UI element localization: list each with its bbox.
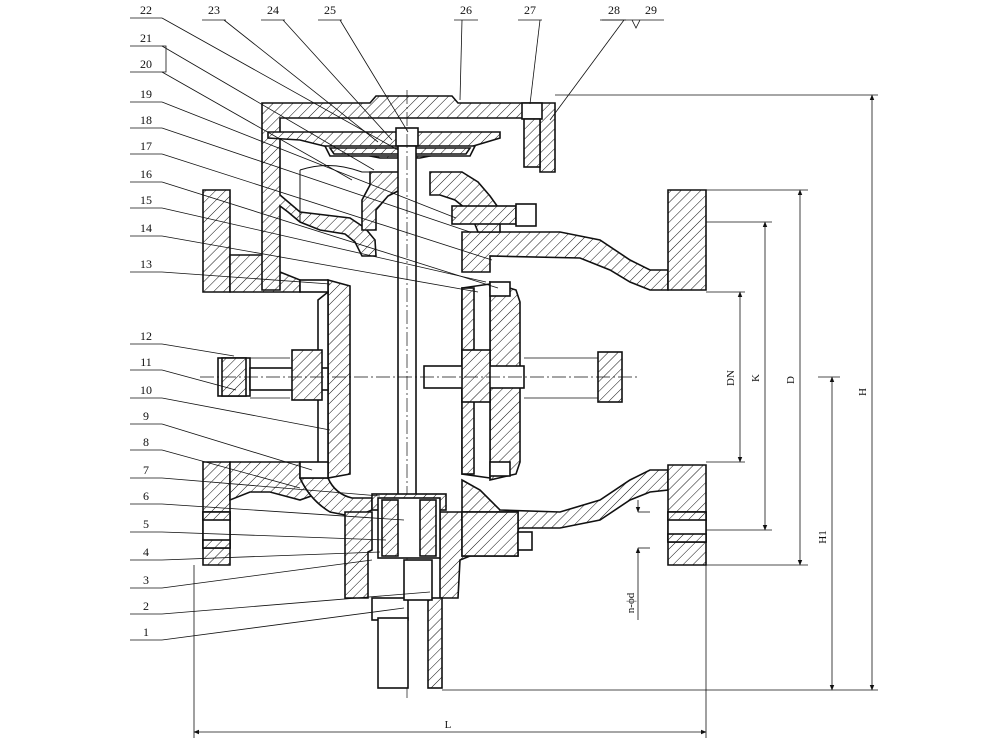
dimension-labels: L H H1 D K DN n-ϕd: [445, 370, 869, 731]
callout-2: 2: [143, 599, 149, 613]
callout-6: 6: [143, 489, 149, 503]
callout-15: 15: [140, 193, 152, 207]
callout-leader-14: [161, 235, 479, 293]
dim-nominal-diameter: DN: [725, 370, 737, 386]
callout-27: 27: [524, 3, 536, 17]
callout-leader-6: [161, 503, 405, 521]
callout-13: 13: [140, 257, 152, 271]
callout-leader-10: [161, 397, 331, 431]
callout-leaders: [130, 17, 664, 641]
diaphragm: [267, 127, 501, 159]
callout-leader-3: [161, 559, 373, 589]
callout-14: 14: [140, 221, 152, 235]
side-bolt: [451, 203, 537, 227]
callout-4: 4: [143, 545, 149, 559]
callout-leader-16: [161, 181, 499, 289]
callout-leader-27: [529, 19, 541, 105]
callout-leader-24: [282, 19, 393, 141]
left-disc: [299, 278, 351, 479]
callout-3: 3: [143, 573, 149, 587]
callout-12: 12: [140, 329, 152, 343]
callout-21: 21: [140, 31, 152, 45]
callout-7: 7: [143, 463, 149, 477]
callout-leader-5: [161, 531, 387, 541]
callout-leader-19: [161, 101, 457, 219]
callout-leader-18: [161, 127, 471, 233]
callout-26: 26: [460, 3, 472, 17]
callout-17: 17: [140, 139, 152, 153]
callout-24: 24: [267, 3, 279, 17]
outlet-flange: [667, 189, 707, 291]
callout-leader-11: [161, 369, 237, 391]
callout-leader-20: [161, 71, 353, 181]
callout-8: 8: [143, 435, 149, 449]
callout-leader-9: [161, 423, 313, 471]
callout-5: 5: [143, 517, 149, 531]
callout-leader-1: [161, 607, 405, 641]
dim-bolt-circle: K: [750, 374, 762, 382]
dim-length: L: [445, 719, 452, 731]
callout-leader-21: [161, 45, 375, 171]
callout-19: 19: [140, 87, 152, 101]
callout-leader-26: [459, 19, 463, 101]
callout-1: 1: [143, 625, 149, 639]
dimension-lines: [193, 94, 878, 738]
callout-leader-17: [161, 153, 493, 261]
callout-leader-13: [161, 271, 331, 285]
callout-leader-23: [223, 19, 379, 143]
callout-10: 10: [140, 383, 152, 397]
callout-leader-28: [549, 19, 625, 121]
callout-20: 20: [140, 57, 152, 71]
cover-bolt: [521, 102, 543, 168]
callout-leader-4: [161, 551, 381, 561]
callout-leader-8: [161, 449, 301, 489]
dim-bolt-holes: n-ϕd: [625, 592, 637, 613]
callout-leader-25: [339, 19, 409, 133]
guide-shafts: [200, 349, 640, 403]
callout-18: 18: [140, 113, 152, 127]
callout-9: 9: [143, 409, 149, 423]
callout-28: 28: [608, 3, 620, 17]
callout-11: 11: [140, 355, 152, 369]
callout-leader-7: [161, 477, 381, 497]
callout-22: 22: [140, 3, 152, 17]
callout-29: 29: [645, 3, 657, 17]
dim-flange-diameter: D: [785, 376, 797, 384]
callout-leader-15: [161, 207, 487, 283]
callout-16: 16: [140, 167, 152, 181]
callout-leader-12: [161, 343, 235, 357]
callout-tick-28-29: [631, 19, 641, 29]
callout-25: 25: [324, 3, 336, 17]
bottom-housing: [344, 493, 533, 689]
callout-leader-2: [161, 591, 431, 615]
callout-bracket-21-20: [162, 45, 167, 73]
dim-height: H: [857, 388, 869, 396]
callout-23: 23: [208, 3, 220, 17]
callout-leader-22: [161, 17, 399, 151]
dim-height-h1: H1: [817, 530, 829, 543]
